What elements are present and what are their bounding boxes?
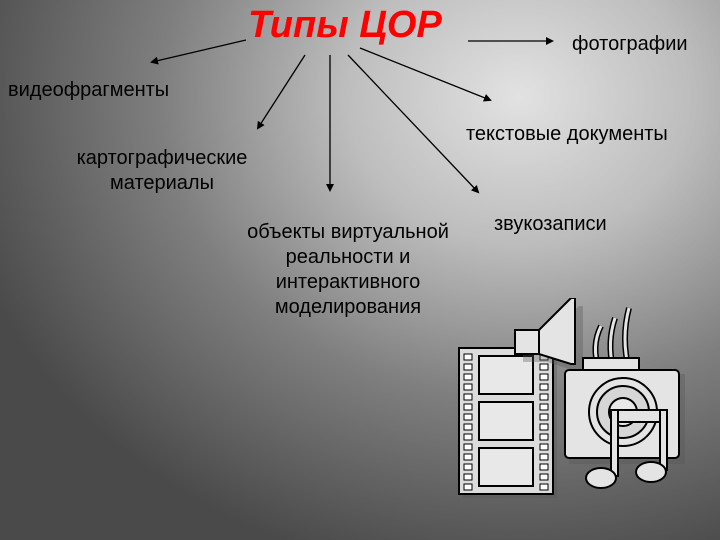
arrow-to-text-docs <box>359 47 492 102</box>
arrow-to-audio <box>347 54 480 194</box>
arrow-to-video <box>150 39 247 65</box>
diagram-title: Типы ЦОР <box>248 4 442 46</box>
speaker-icon <box>514 298 583 372</box>
label-vr-objects: объекты виртуальной реальности и интерак… <box>247 221 449 318</box>
music-note-icon <box>585 409 668 489</box>
arrow-to-maps <box>256 54 306 130</box>
label-photos: фотографии <box>572 33 688 55</box>
label-audio: звукозаписи <box>494 213 607 235</box>
film-strip-icon <box>458 347 557 498</box>
label-video: видеофрагменты <box>8 79 170 101</box>
media-illustration <box>458 298 685 498</box>
label-text-documents: текстовые документы <box>466 123 668 145</box>
label-maps: картографические материалы <box>76 147 248 194</box>
